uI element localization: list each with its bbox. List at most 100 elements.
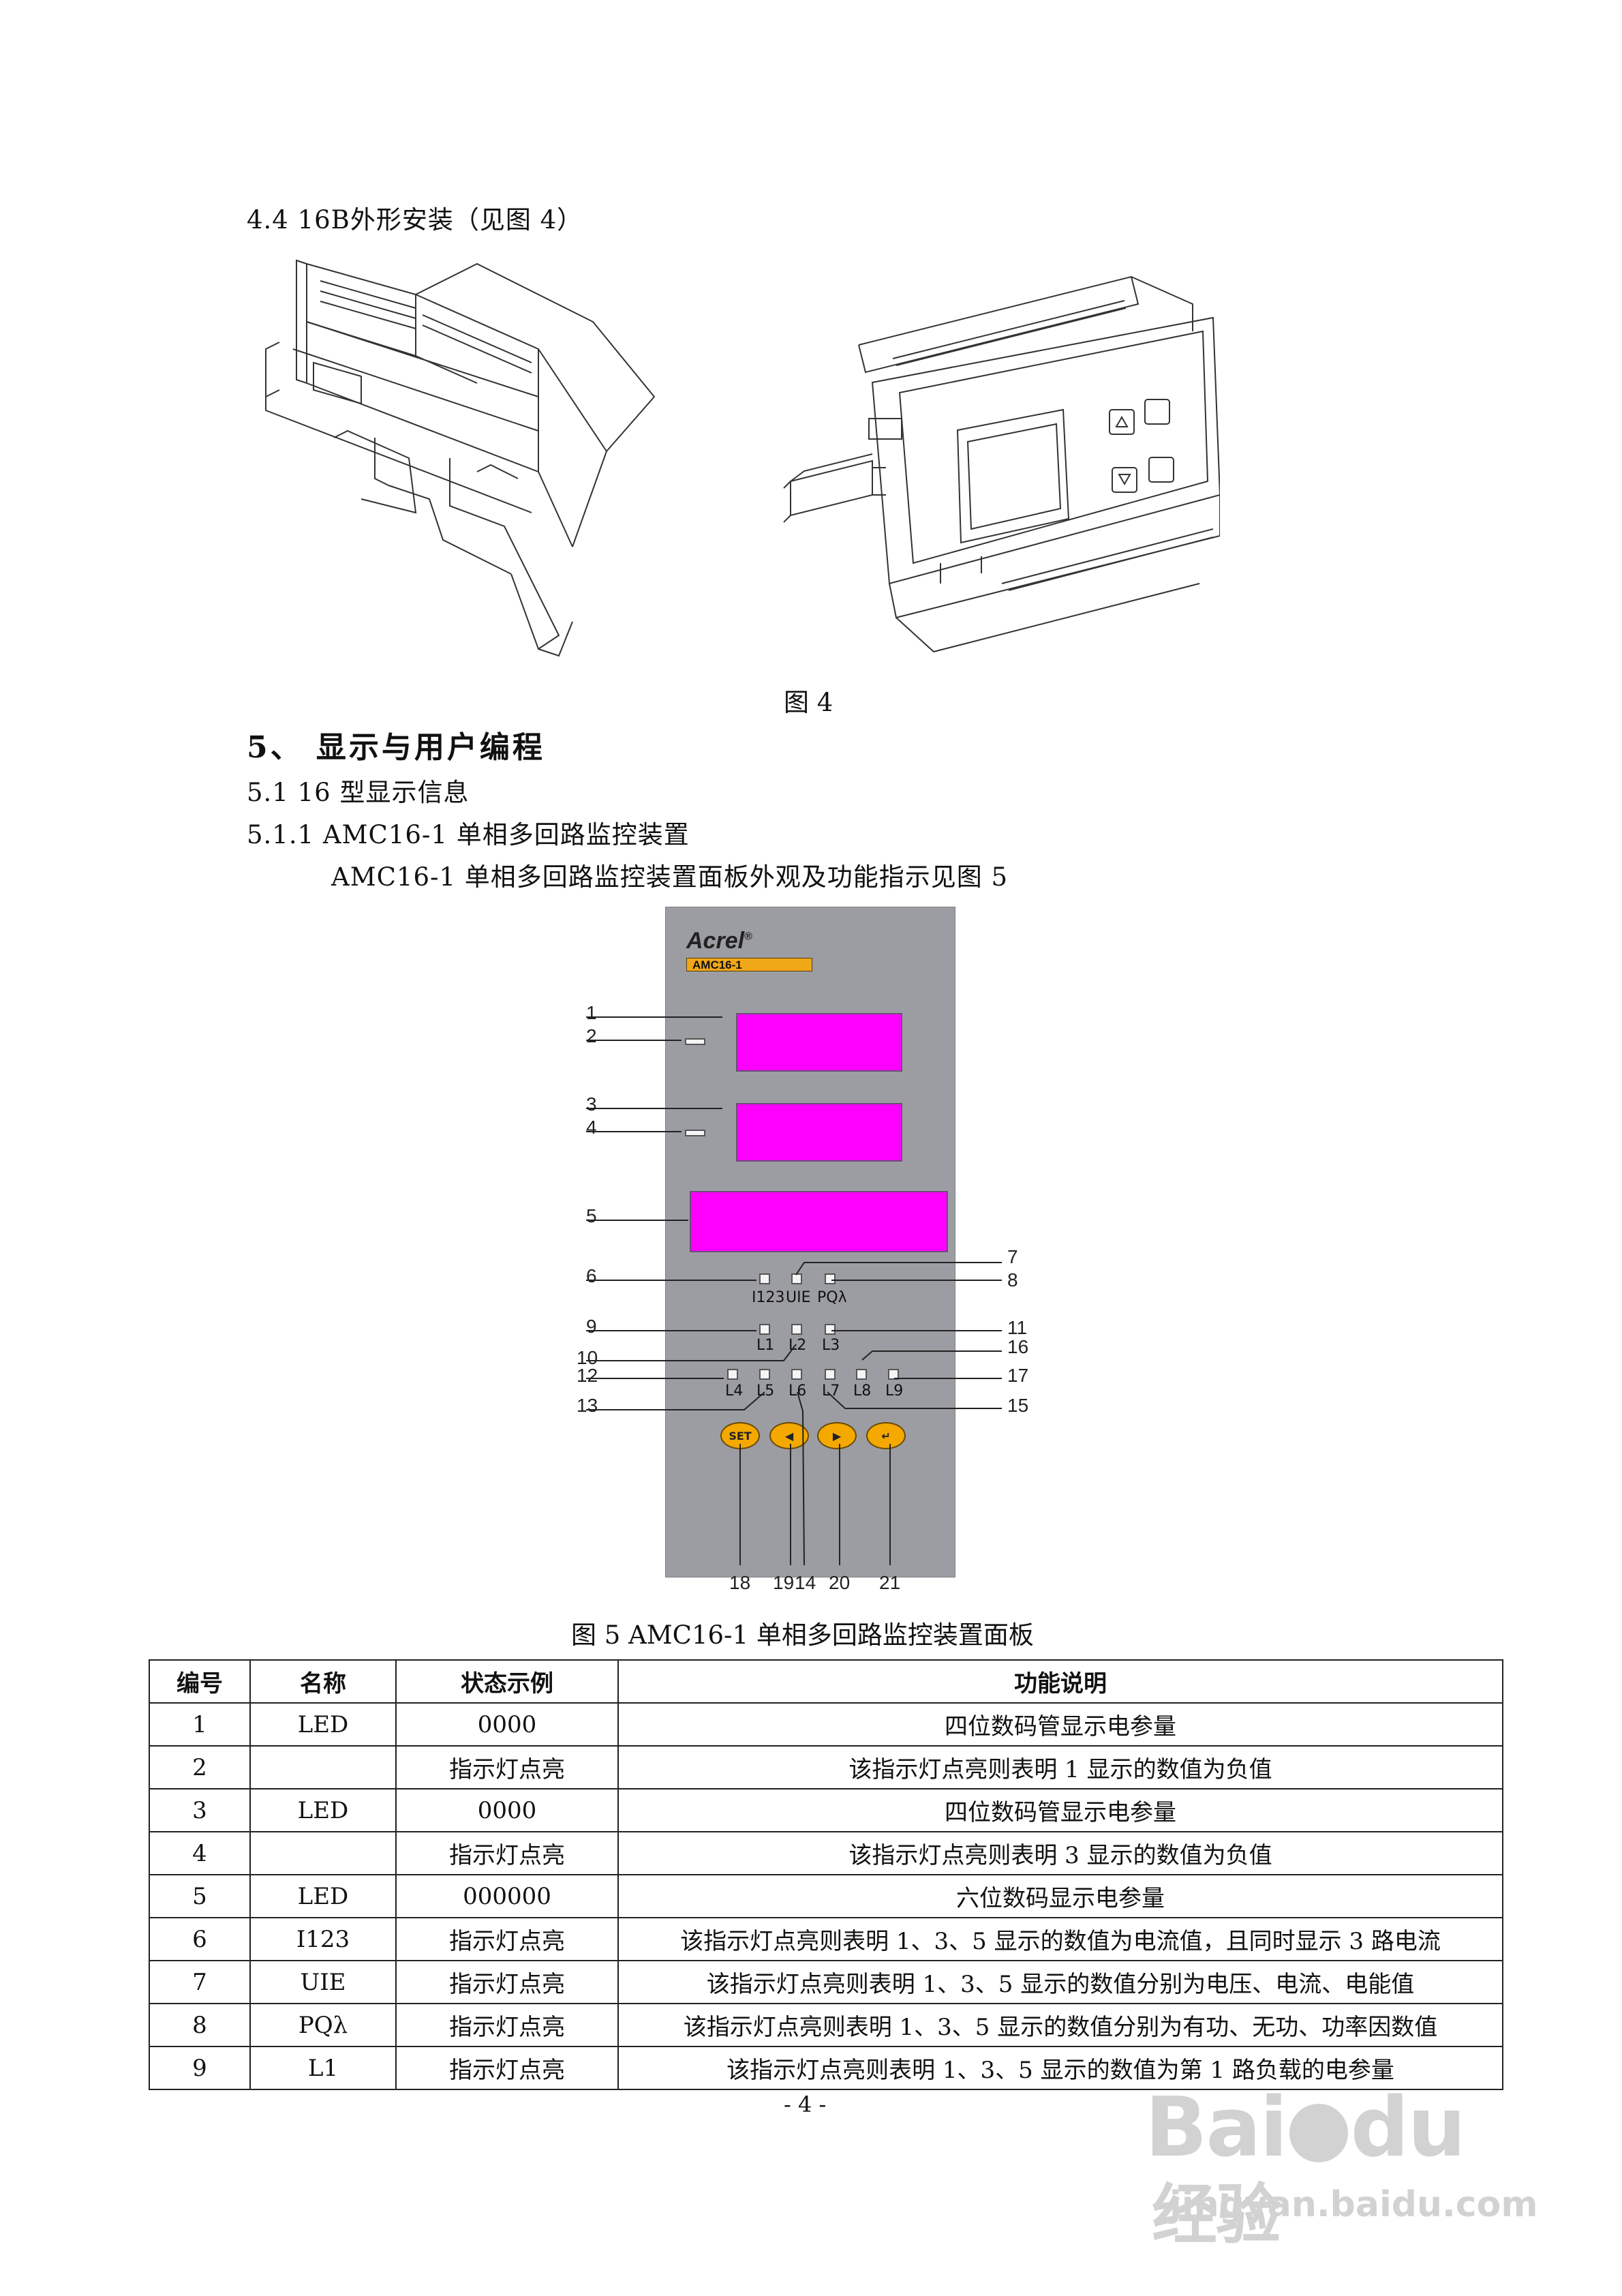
cell-name: L1 (249, 2046, 397, 2090)
cell-status: 0000 (395, 1702, 619, 1747)
figure4-left-drawing (252, 254, 668, 663)
cell-status: 指示灯点亮 (395, 2046, 619, 2090)
indicator-l6 (791, 1369, 802, 1380)
figure4-caption: 图 4 (784, 688, 833, 717)
cell-number: 3 (149, 1788, 251, 1832)
cell-function: 该指示灯点亮则表明 3 显示的数值为负值 (617, 1831, 1503, 1875)
indicator-l4 (727, 1369, 738, 1380)
cell-function: 该指示灯点亮则表明 1、3、5 显示的数值为第 1 路负载的电参量 (617, 2046, 1503, 2090)
section-heading-5: 5、 显示与用户编程 (247, 730, 545, 765)
table-row: 4 指示灯点亮该指示灯点亮则表明 3 显示的数值为负值 (149, 1831, 1503, 1875)
model-badge: AMC16-1 (686, 958, 812, 971)
cell-name: PQλ (249, 2003, 397, 2047)
callout-15: 15 (1007, 1395, 1029, 1416)
indicator-i123 (759, 1273, 770, 1284)
indicator-l5 (759, 1369, 770, 1380)
cell-number: 5 (149, 1874, 251, 1918)
col-header-name: 名称 (249, 1659, 397, 1704)
callout-21: 21 (879, 1572, 901, 1593)
watermark-url: jingyan.baidu.com (1169, 2184, 1538, 2225)
label-l3: L3 (822, 1337, 840, 1354)
cell-name: UIE (249, 1960, 397, 2004)
negative-indicator-3 (685, 1130, 705, 1136)
section-heading-4-4: 4.4 16B外形安装（见图 4） (247, 205, 583, 235)
figure4-right-drawing (777, 263, 1220, 659)
col-header-function: 功能说明 (617, 1659, 1503, 1704)
label-i123: I123 (752, 1289, 785, 1306)
callout-19: 19 (773, 1572, 795, 1593)
cell-name: LED (249, 1874, 397, 1918)
indicator-l8 (856, 1369, 867, 1380)
cell-number: 4 (149, 1831, 251, 1875)
col-header-number: 编号 (149, 1659, 251, 1704)
cell-status: 指示灯点亮 (395, 2003, 619, 2047)
right-button[interactable]: ▶ (817, 1422, 857, 1449)
callout-8: 8 (1007, 1269, 1018, 1290)
cell-status: 指示灯点亮 (395, 1745, 619, 1789)
callout-2: 2 (586, 1025, 597, 1046)
cell-name (249, 1745, 397, 1789)
led-display-5 (690, 1191, 948, 1252)
set-button[interactable]: SET (720, 1422, 760, 1449)
callout-10: 10 (577, 1347, 598, 1368)
cell-number: 6 (149, 1917, 251, 1961)
cell-status: 指示灯点亮 (395, 1960, 619, 2004)
callout-7: 7 (1007, 1246, 1018, 1267)
callout-6: 6 (586, 1265, 597, 1286)
section-intro-text: AMC16-1 单相多回路监控装置面板外观及功能指示见图 5 (331, 862, 1009, 892)
callout-20: 20 (829, 1572, 851, 1593)
watermark-suffix: 经验 (1152, 2177, 1281, 2253)
cell-function: 该指示灯点亮则表明 1、3、5 显示的数值分别为电压、电流、电能值 (617, 1960, 1503, 2004)
cell-function: 该指示灯点亮则表明 1、3、5 显示的数值为电流值，且同时显示 3 路电流 (617, 1917, 1503, 1961)
cell-name (249, 1831, 397, 1875)
callout-3: 3 (586, 1093, 597, 1115)
cell-function: 四位数码管显示电参量 (617, 1702, 1503, 1747)
callout-18: 18 (729, 1572, 751, 1593)
led-display-3 (736, 1103, 902, 1162)
cell-name: I123 (249, 1917, 397, 1961)
callout-12: 12 (577, 1365, 598, 1386)
led-display-1 (736, 1013, 902, 1072)
figure5-caption: 图 5 AMC16-1 单相多回路监控装置面板 (571, 1620, 1034, 1650)
watermark-brand: Bai (1145, 2081, 1288, 2175)
table-header-row: 编号 名称 状态示例 功能说明 (149, 1659, 1503, 1704)
cell-status: 指示灯点亮 (395, 1831, 619, 1875)
callout-5: 5 (586, 1205, 597, 1226)
label-uie: UIE (786, 1289, 811, 1306)
label-l8: L8 (853, 1383, 872, 1400)
cell-name: LED (249, 1788, 397, 1832)
table-row: 2 指示灯点亮该指示灯点亮则表明 1 显示的数值为负值 (149, 1745, 1503, 1789)
cell-status: 0000 (395, 1788, 619, 1832)
col-header-status: 状态示例 (395, 1659, 619, 1704)
cell-number: 9 (149, 2046, 251, 2090)
label-l9: L9 (885, 1383, 904, 1400)
indicator-l7 (825, 1369, 836, 1380)
page-number: - 4 - (784, 2091, 827, 2117)
cell-number: 2 (149, 1745, 251, 1789)
brand-name: Acrel (686, 928, 745, 954)
label-l1: L1 (756, 1337, 775, 1354)
cell-function: 该指示灯点亮则表明 1、3、5 显示的数值分别为有功、无功、功率因数值 (617, 2003, 1503, 2047)
enter-button[interactable]: ↵ (866, 1422, 906, 1449)
indicator-l9 (888, 1369, 899, 1380)
label-l6: L6 (789, 1383, 807, 1400)
callout-9: 9 (586, 1316, 597, 1337)
cell-function: 该指示灯点亮则表明 1 显示的数值为负值 (617, 1745, 1503, 1789)
section-heading-5-1-1: 5.1.1 AMC16-1 单相多回路监控装置 (247, 820, 690, 849)
cell-name: LED (249, 1702, 397, 1747)
cell-status: 指示灯点亮 (395, 1917, 619, 1961)
indicator-pq (825, 1273, 836, 1284)
label-l7: L7 (822, 1383, 840, 1400)
callout-16: 16 (1007, 1336, 1029, 1357)
indicator-l1 (759, 1324, 770, 1335)
callout-leader-lines (586, 1016, 1002, 1566)
callout-17: 17 (1007, 1365, 1029, 1386)
